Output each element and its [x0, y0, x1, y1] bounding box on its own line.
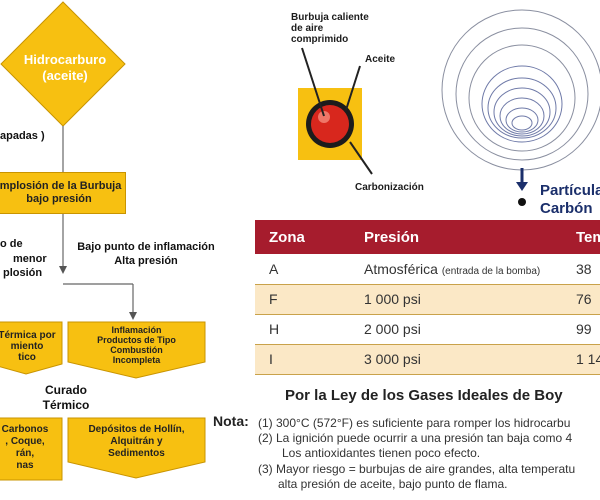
cell-temp: 76: [562, 284, 600, 315]
cell-temp: 38: [562, 254, 600, 285]
pointer-line: [345, 65, 361, 111]
carbon-particle: [518, 198, 526, 206]
cell-presion: 2 000 psi: [350, 314, 562, 345]
cell-zona: I: [255, 344, 350, 375]
cell-presion: Atmosférica (entrada de la bomba): [350, 254, 562, 285]
inflammation-box-label: Inflamación Productos de Tipo Combustión…: [97, 325, 176, 365]
cell-zona: H: [255, 314, 350, 345]
header-zona: Zona: [255, 220, 350, 254]
thermal-box: [0, 321, 63, 375]
pointer-line: [301, 47, 325, 117]
bubble-highlight: [318, 111, 330, 123]
cell-presion: 3 000 psi: [350, 344, 562, 375]
cell-temp: 1 14: [562, 344, 600, 375]
left-branch-text-3: plosión: [3, 267, 43, 279]
implosion-label: Implosión de la Burbuja bajo presión: [0, 180, 122, 205]
left-branch-text-2: menor: [13, 253, 47, 265]
bubble-label: Burbuja caliente de aire comprimido: [291, 12, 369, 45]
implosion-box: [0, 172, 126, 214]
notes-label: Nota:: [213, 413, 249, 429]
note-line: alta presión de aceite, bajo punto de fl…: [278, 477, 508, 491]
deposits-box-label: Depósitos de Hollín, Alquitrán y Sedimen…: [88, 424, 185, 459]
table-row: I 3 000 psi 1 14: [255, 344, 600, 375]
pointer-line: [349, 141, 373, 175]
carbon-box: [0, 417, 63, 481]
deposits-box: [67, 417, 206, 479]
curado-label: Curado Térmico: [42, 383, 90, 412]
thermal-box-label: Térmica por miento tico: [0, 330, 56, 363]
cell-temp: 99: [562, 314, 600, 345]
ring: [481, 65, 563, 143]
ring-outer: [441, 9, 600, 171]
note-line: (2) La ignición puede ocurrir a una pres…: [258, 431, 573, 445]
note-line: Los antioxidantes tienen poco efecto.: [282, 446, 481, 460]
arrowhead: [129, 312, 137, 320]
right-branch-label: Bajo punto de inflamación Alta presión: [77, 241, 215, 267]
header-temp: Tem: [562, 220, 600, 254]
hot-air-bubble: [311, 105, 349, 143]
table-row: A Atmosférica (entrada de la bomba) 38: [255, 254, 600, 285]
cell-zona: A: [255, 254, 350, 285]
ring: [455, 27, 589, 161]
zone-table: Zona Presión Tem A Atmosférica (entrada …: [255, 220, 600, 375]
header-presion: Presión: [350, 220, 562, 254]
inflammation-box: [67, 321, 206, 379]
oil-label: Aceite: [365, 54, 396, 65]
note-line: (1) 300°C (572°F) es suficiente para rom…: [258, 416, 571, 430]
table-row: F 1 000 psi 76: [255, 284, 600, 315]
ring: [505, 107, 539, 133]
ring: [487, 77, 557, 139]
particle-label: Partícula Carbón: [540, 182, 600, 217]
ring-inner: [511, 115, 533, 131]
ring: [493, 87, 551, 137]
table-row: H 2 000 psi 99: [255, 314, 600, 345]
left-edge-text: apadas ): [0, 130, 45, 142]
carbonization-label: Carbonización: [355, 182, 424, 193]
left-branch-text-1: o de: [0, 238, 23, 250]
cell-presion-note: (entrada de la bomba): [441, 265, 541, 277]
cell-presion-value: Atmosférica: [364, 260, 438, 277]
particle-rings: [441, 9, 600, 206]
arrowhead: [516, 182, 528, 191]
carbon-box-label: Carbonos , Coque, rán, nas: [1, 424, 49, 471]
hydrocarbon-label: Hidrocarburo (aceite): [23, 52, 107, 83]
cell-zona: F: [255, 284, 350, 315]
table-header-row: Zona Presión Tem: [255, 220, 600, 254]
arrowhead: [59, 266, 67, 274]
note-line: (3) Mayor riesgo = burbujas de aire gran…: [258, 462, 576, 476]
ring: [499, 97, 545, 135]
bubble-illustration: [298, 47, 373, 175]
law-title: Por la Ley de los Gases Ideales de Boy: [285, 387, 563, 404]
cell-presion: 1 000 psi: [350, 284, 562, 315]
ring: [468, 44, 576, 152]
